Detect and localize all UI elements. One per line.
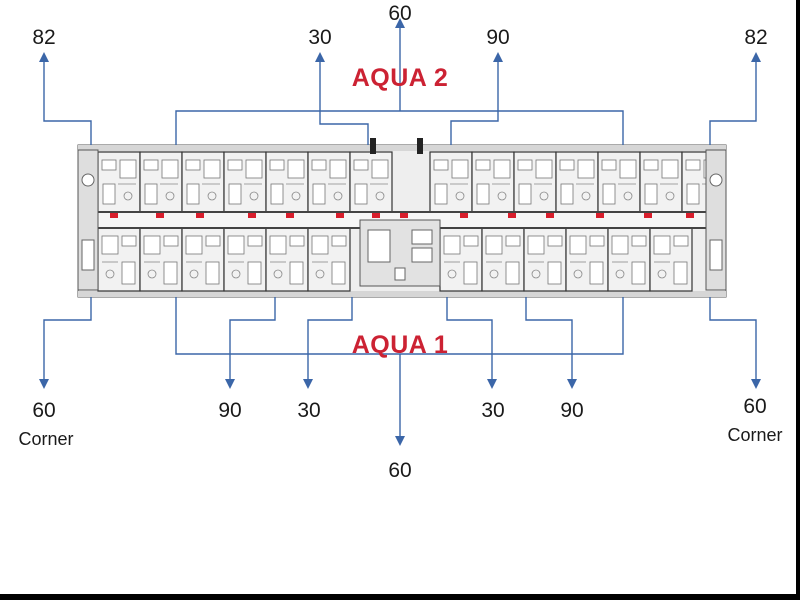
door-marker (546, 213, 554, 218)
title-aqua-1: AQUA 1 (351, 331, 449, 359)
unit-upper (513, 151, 557, 213)
label-bottom-left: 60 (32, 399, 56, 422)
label-top-center: 60 (388, 2, 412, 25)
arrow-up-icon (315, 52, 325, 62)
connector-top-30 (319, 58, 369, 145)
door-marker (686, 213, 694, 218)
door-marker (508, 213, 516, 218)
unit-upper (429, 151, 473, 213)
arrow-down-icon (225, 379, 235, 389)
connector-top-right (709, 58, 757, 145)
arrow-down-icon (487, 379, 497, 389)
unit-lower (223, 227, 267, 292)
arrow-up-icon (39, 52, 49, 62)
unit-upper (471, 151, 515, 213)
unit-upper (639, 151, 683, 213)
unit-upper (307, 151, 351, 213)
unit-lower (565, 227, 609, 292)
connector-top-90 (450, 58, 499, 145)
lower-units (97, 227, 693, 292)
arrow-up-icon (395, 18, 405, 28)
end-bays (77, 149, 727, 291)
arrow-down-icon (567, 379, 577, 389)
door-marker (596, 213, 604, 218)
label-top-right: 82 (744, 26, 768, 49)
unit-lower (181, 227, 225, 292)
label-bottom-90-right: 90 (560, 399, 584, 422)
label-top-90: 90 (486, 26, 510, 49)
door-marker (372, 213, 380, 218)
label-top-30: 30 (308, 26, 332, 49)
door-marker (286, 213, 294, 218)
door-marker (156, 213, 164, 218)
unit-lower (523, 227, 567, 292)
door-markers (110, 213, 694, 218)
unit-lower (139, 227, 183, 292)
connector-bottom-30-right (446, 297, 493, 383)
central-core (359, 138, 441, 287)
connector-bottom-90-left (229, 297, 276, 383)
label-bottom-right: 60 (743, 395, 767, 418)
unit-upper (223, 151, 267, 213)
connector-top-60 (175, 110, 624, 145)
unit-upper (181, 151, 225, 213)
door-marker (336, 213, 344, 218)
label-top-left: 82 (32, 26, 56, 49)
connector-bottom-30-left (307, 297, 353, 383)
door-marker (196, 213, 204, 218)
unit-lower (97, 227, 141, 292)
door-marker (460, 213, 468, 218)
arrow-up-icon (493, 52, 503, 62)
unit-lower (481, 227, 525, 292)
connector-bottom-left (43, 297, 92, 383)
arrow-down-icon (39, 379, 49, 389)
unit-upper (97, 151, 141, 213)
unit-upper (597, 151, 641, 213)
title-aqua-2: AQUA 2 (351, 64, 449, 92)
unit-lower (649, 227, 693, 292)
unit-lower (607, 227, 651, 292)
label-bottom-center: 60 (388, 459, 412, 482)
arrow-up-icon (751, 52, 761, 62)
unit-upper (139, 151, 183, 213)
unit-lower (265, 227, 309, 292)
arrow-down-icon (751, 379, 761, 389)
connector-top-left (43, 58, 92, 145)
door-marker (110, 213, 118, 218)
door-marker (400, 213, 408, 218)
connector-bottom-90-right (525, 297, 573, 383)
door-marker (248, 213, 256, 218)
arrow-down-icon (303, 379, 313, 389)
label-bottom-30-left: 30 (297, 399, 321, 422)
connector-lines (43, 24, 757, 440)
unit-lower (307, 227, 351, 292)
unit-upper (265, 151, 309, 213)
unit-upper (349, 151, 393, 213)
connector-bottom-right (709, 297, 757, 383)
label-bottom-left-corner: Corner (18, 429, 74, 449)
door-marker (644, 213, 652, 218)
unit-lower (439, 227, 483, 292)
arrow-down-icon (395, 436, 405, 446)
label-bottom-right-corner: Corner (727, 425, 783, 445)
unit-upper (555, 151, 599, 213)
label-bottom-90-left: 90 (218, 399, 242, 422)
arrow-heads (39, 18, 761, 446)
label-bottom-30-right: 30 (481, 399, 505, 422)
